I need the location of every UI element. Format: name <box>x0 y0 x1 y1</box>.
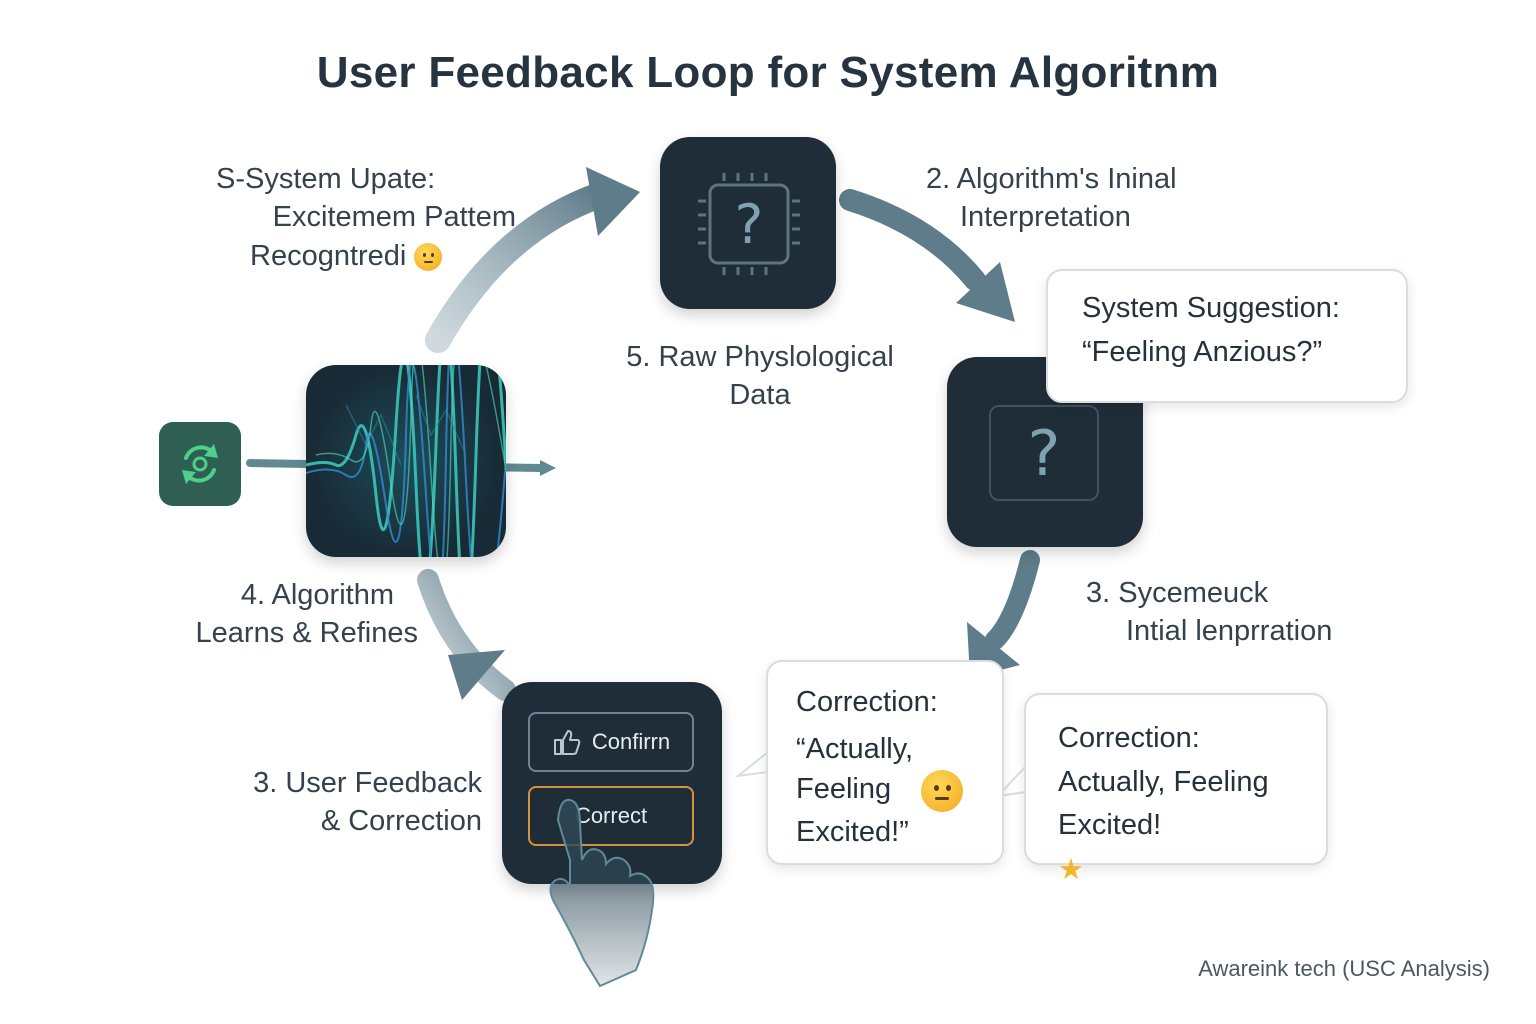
correction-bubble-plain: Correction: Actually, Feeling Excited! ★ <box>1024 693 1328 886</box>
neutral-face-emoji-icon <box>921 769 964 812</box>
label-raw-data: 5. Raw Physlological Data <box>626 341 894 412</box>
arrow-data-to-interpretation <box>839 189 986 291</box>
label-system-update: S-System Upate: Excitemem Pattem Recognt… <box>216 163 516 272</box>
star-icon: ★ <box>1058 851 1084 886</box>
chip-tile: ? <box>660 137 836 309</box>
label-algorithm-learns: 4. Algorithm Learns & Refines <box>195 579 418 650</box>
arrow-feedback-to-learns <box>417 569 516 701</box>
neutral-face-emoji-icon <box>414 242 443 271</box>
label-initial-interpretation: 2. Algorithm's Ininal Interpretation <box>926 163 1177 234</box>
waveform-tile <box>306 365 506 557</box>
question-mark-icon: ? <box>1027 416 1061 490</box>
question-box: ? <box>989 405 1099 501</box>
arrow-data-to-interpretation-head <box>956 262 1015 322</box>
svg-text:?: ? <box>735 193 764 256</box>
arrow-interpretation-to-correction <box>985 550 1040 650</box>
correction-bubble-quoted: Correction: “Actually, Feeling Excited!” <box>766 660 1004 865</box>
processor-chip-icon: ? <box>698 173 800 275</box>
correct-button[interactable]: Correct <box>528 786 694 846</box>
confirm-button[interactable]: Confirrn <box>528 712 694 772</box>
arrow-update-to-data <box>425 182 613 353</box>
feedback-tile: Confirrn Correct <box>502 682 722 884</box>
refresh-cycle-icon <box>182 444 218 484</box>
system-suggestion-bubble: System Suggestion: “Feeling Anzious?” <box>1046 269 1408 403</box>
correct-label: Correct <box>574 803 648 828</box>
confirm-label: Confirrn <box>591 729 671 754</box>
pointing-hand-icon <box>549 798 655 988</box>
arrow-waveform-flow-head <box>540 460 556 476</box>
footer-credit: Awareink tech (USC Analysis) <box>1198 956 1490 981</box>
arrow-update-to-data-head <box>586 167 640 236</box>
refresh-button[interactable] <box>159 422 241 506</box>
label-sycemeuck: 3. Sycemeuck Intial lenprration <box>1086 577 1333 648</box>
arrow-feedback-to-learns-head <box>448 650 505 700</box>
bubble-tail-left <box>734 751 769 778</box>
thumbs-up-icon <box>553 730 581 755</box>
physiological-waveform-icon <box>306 365 506 557</box>
label-feedback-correction: 3. User Feedback & Correction <box>253 767 482 838</box>
diagram-title: User Feedback Loop for System Algoritnm <box>316 48 1220 97</box>
